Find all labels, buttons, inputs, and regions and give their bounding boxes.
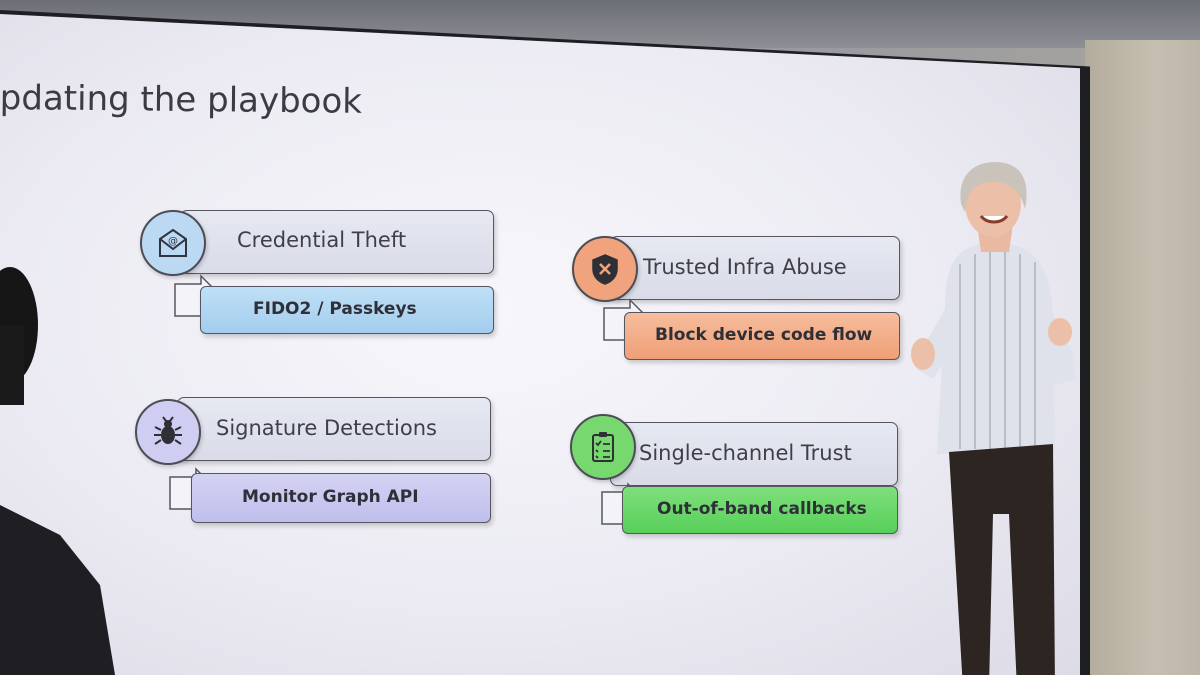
threat-label: Trusted Infra Abuse — [643, 255, 847, 279]
right-wall — [1085, 40, 1200, 675]
email-at-icon: @ — [159, 228, 187, 257]
action-label: Monitor Graph API — [242, 487, 419, 507]
threat-label: Signature Detections — [216, 416, 437, 440]
slide-title: pdating the playbook — [0, 78, 363, 122]
threat-box: Signature Detections — [177, 397, 491, 461]
svg-text:@: @ — [168, 236, 178, 247]
clipboard-check-icon — [592, 432, 614, 462]
card-signature-detections: Signature Detections Monitor Graph API — [135, 387, 495, 523]
action-label: Out-of-band callbacks — [657, 499, 867, 519]
bug-icon — [154, 416, 182, 445]
card-single-channel-trust: Single-channel Trust Out-of-band callbac… — [570, 402, 900, 534]
card-credential-theft: Credential Theft FIDO2 / Passkeys @ — [140, 210, 500, 340]
threat-box: Trusted Infra Abuse — [610, 236, 900, 300]
badge: @ — [140, 210, 206, 276]
audience-person-silhouette — [0, 267, 115, 675]
action-box: FIDO2 / Passkeys — [200, 286, 494, 334]
action-label: FIDO2 / Passkeys — [253, 299, 417, 319]
threat-box: Single-channel Trust — [610, 422, 898, 486]
shield-x-icon — [592, 254, 618, 285]
action-box: Out-of-band callbacks — [622, 486, 898, 534]
threat-label: Single-channel Trust — [639, 441, 852, 465]
card-trusted-infra-abuse: Trusted Infra Abuse Block device code fl… — [572, 234, 902, 364]
presenter-photo — [911, 162, 1075, 675]
threat-box: Credential Theft — [180, 210, 494, 274]
badge — [572, 236, 638, 302]
action-box: Block device code flow — [624, 312, 900, 360]
badge — [135, 399, 201, 465]
threat-label: Credential Theft — [237, 228, 407, 252]
badge — [570, 414, 636, 480]
action-label: Block device code flow — [655, 325, 873, 345]
action-box: Monitor Graph API — [191, 473, 491, 523]
projection-screen: pdating the playbook Credential Theft FI… — [0, 14, 1080, 675]
